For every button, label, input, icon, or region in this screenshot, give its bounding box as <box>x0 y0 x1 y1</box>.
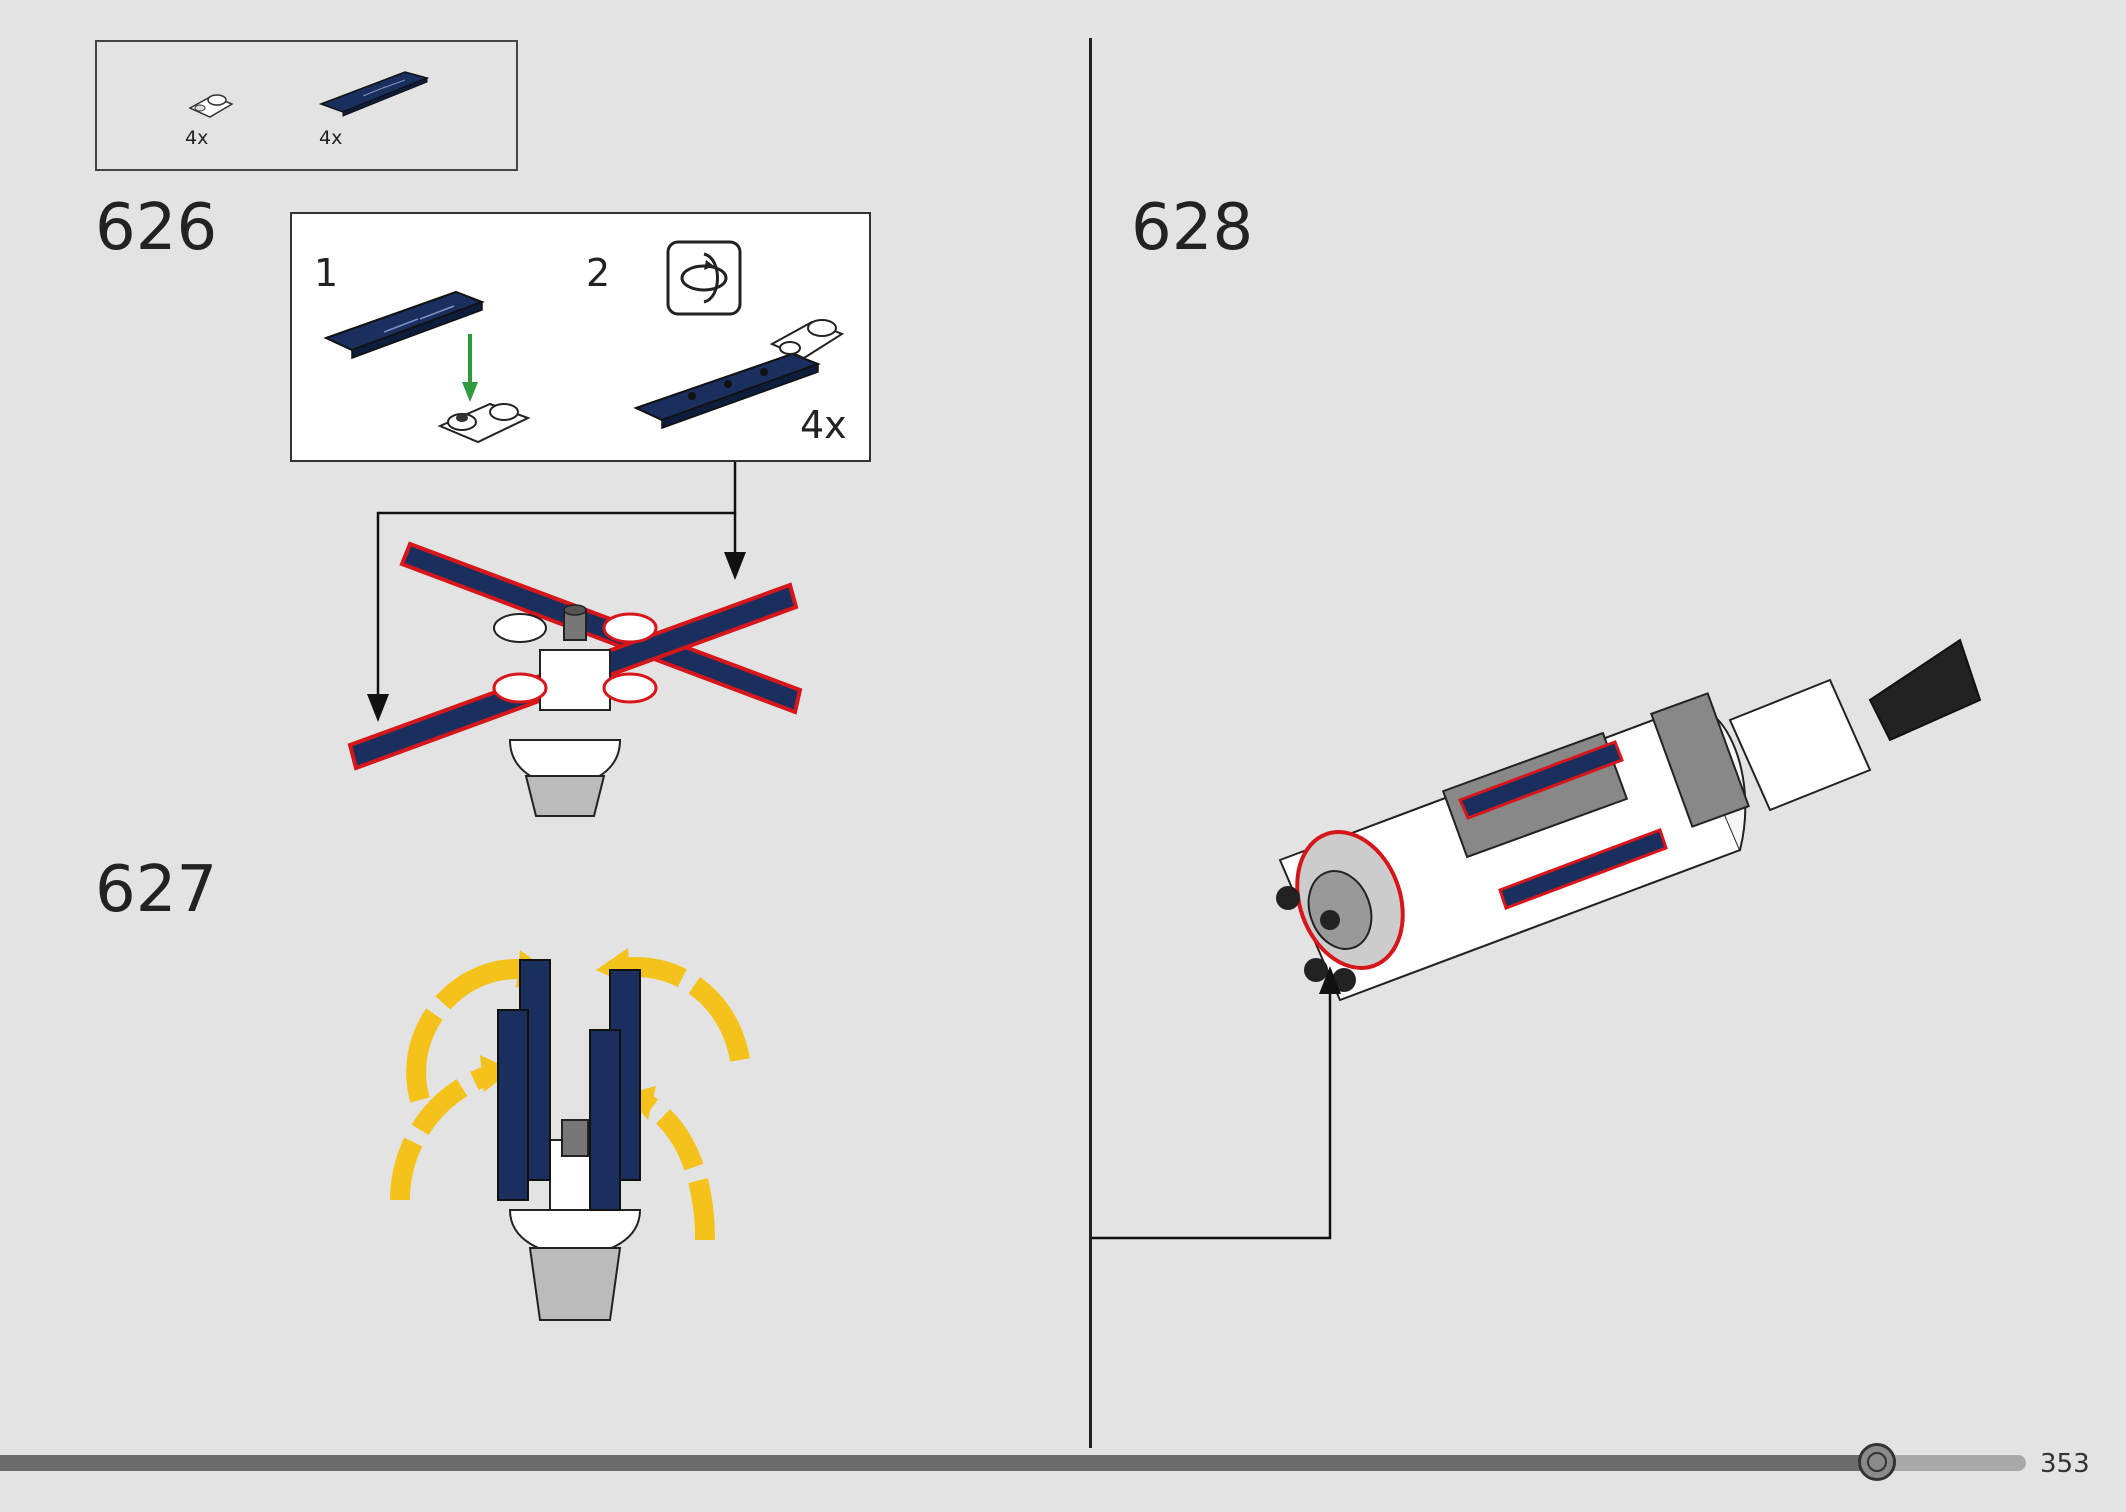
yellow-rotate-arrow-right-icon <box>618 957 750 1062</box>
step-628-rocket-stage-model <box>1276 638 1982 1002</box>
parts-list-callout: 4x 4x <box>95 40 518 171</box>
page-number: 353 <box>2040 1449 2090 1479</box>
solar-tile-drawing <box>323 290 485 360</box>
green-down-arrow-icon <box>462 334 478 402</box>
repeat-count: 4x <box>800 403 847 447</box>
yellow-rotate-arrow-left-icon <box>406 959 532 1103</box>
white-clip-plate-icon <box>188 94 234 118</box>
rotate-model-icon <box>666 240 742 316</box>
page-divider <box>1089 38 1092 1448</box>
substep-callout: 1 2 4x <box>290 212 871 462</box>
step-627-number: 627 <box>95 853 218 927</box>
substep-2-number: 2 <box>586 251 611 295</box>
step-626-satellite-model <box>347 541 803 817</box>
assembled-solar-panel-drawing <box>633 319 845 430</box>
progress-bar-track <box>0 1455 1880 1471</box>
step-627-folding-model <box>390 948 750 1321</box>
parts-quantity-clip: 4x <box>185 127 209 149</box>
parts-quantity-tile: 4x <box>319 127 343 149</box>
progress-bar-remaining <box>1880 1455 2026 1471</box>
clip-plate-drawing <box>437 402 531 444</box>
progress-indicator-icon <box>1858 1443 1896 1481</box>
substep-1-number: 1 <box>314 251 339 295</box>
step-626-number: 626 <box>95 191 218 265</box>
dark-blue-solar-tile-icon <box>318 71 430 117</box>
step-628-number: 628 <box>1131 191 1254 265</box>
